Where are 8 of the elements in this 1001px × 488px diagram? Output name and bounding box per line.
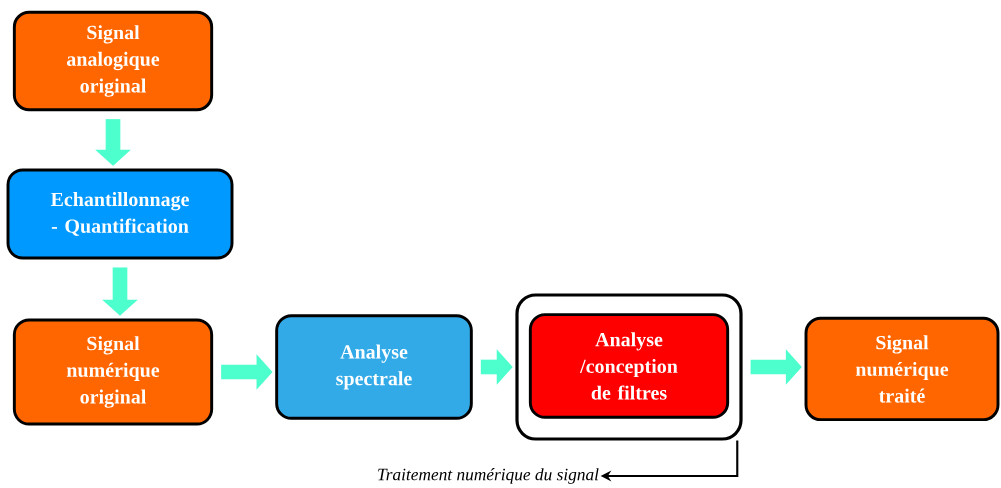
annotation-text: Traitement numérique du signal [378, 468, 599, 484]
process-box: Signal numérique traité [804, 316, 1000, 422]
process-box: Analyse /conception de filtres [528, 313, 730, 419]
highlight-frame [515, 293, 743, 441]
process-box: Signal numérique original [12, 318, 214, 426]
process-box: Echantillonnage - Quantification [6, 168, 234, 260]
process-box: Signal analogique original [12, 10, 214, 112]
process-box: Analyse spectrale [275, 314, 473, 420]
